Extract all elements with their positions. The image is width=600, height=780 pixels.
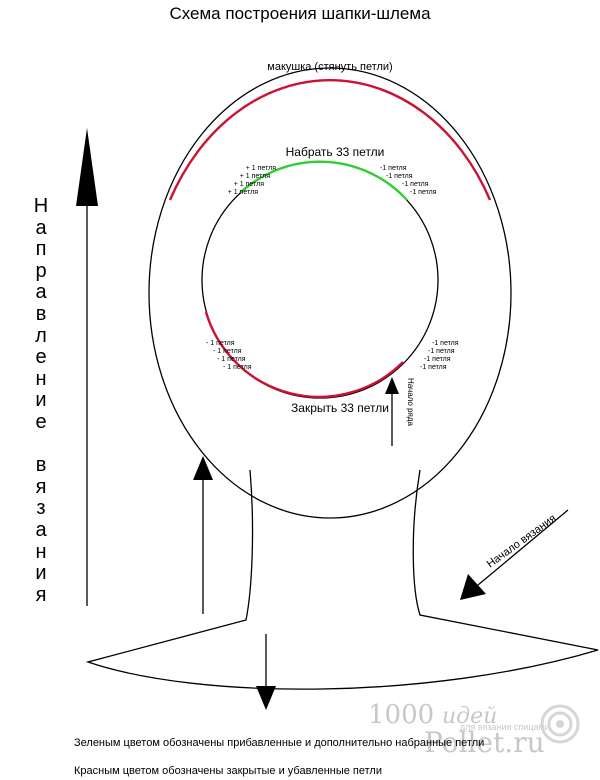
watermark-tagline: для вязания спицами [460,722,550,732]
watermark-brand: Pollet.ru [424,726,545,759]
direction-letter: я [35,475,47,498]
knit-start-arrow-head [460,574,486,600]
hat-outer-oval [148,67,512,519]
direction-letter: а [35,281,47,304]
crown-label: макушка (стянуть петли) [267,61,392,73]
direction-letter: н [35,367,47,390]
row-start-arrow-head [385,377,399,394]
swirl-logo-icon [540,704,580,744]
decrease-label: -1 петля [380,165,407,172]
direction-letter: н [35,540,47,563]
decrease-label: - 1 петля [206,340,235,347]
cast-on-label: Набрать 33 петли [286,145,385,159]
direction-letter: в [35,302,47,325]
neck-collar-outline [85,469,599,690]
decrease-label: -1 петля [424,356,451,363]
decrease-label: -1 петля [410,189,437,196]
increase-label: + 1 петля [246,165,276,172]
direction-letter: в [35,454,47,477]
decrease-label: - 1 петля [213,348,242,355]
row-start-label: Начало ряда [406,378,415,426]
bind-off-red-arc [204,311,404,399]
neck-up-arrow-head [193,456,213,480]
decrease-label: -1 петля [420,364,447,371]
direction-letter: Н [33,195,49,217]
increase-label: + 1 петля [234,181,264,188]
watermark-site: идей [442,704,498,729]
legend-red-note: Красным цветом обозначены закрытые и уба… [74,765,382,777]
cast-on-green-arc [239,160,408,201]
direction-letter: з [36,497,46,520]
direction-letter: е [35,346,47,369]
crown-red-arc [168,78,492,201]
direction-letter: и [35,562,47,585]
direction-letter: р [35,259,47,282]
direction-letter: а [35,518,47,541]
diagram-title: Схема построения шапки-шлема [169,4,431,23]
decrease-label: - 1 петля [223,364,252,371]
decrease-label: -1 петля [386,173,413,180]
decrease-label: -1 петля [402,181,429,188]
decrease-label: -1 петля [428,348,455,355]
direction-arrow-head [76,128,98,206]
site-watermark: 1000 идей Pollet.ru для вязания спицами [368,700,596,760]
increase-label: + 1 петля [240,173,270,180]
bind-off-label: Закрыть 33 петли [291,401,389,415]
watermark-number: 1000 [368,700,435,730]
direction-letter [38,434,44,456]
knit-start-label: Начало вязания [485,512,559,570]
direction-letter: л [35,324,47,347]
direction-letter: е [35,410,47,433]
direction-letter: а [35,216,47,239]
direction-letter: п [35,238,47,261]
direction-letter: и [35,389,47,412]
increase-label: + 1 петля [228,189,258,196]
knit-start-arrow-shaft [477,509,569,586]
collar-down-arrow-head [256,686,276,710]
decrease-label: - 1 петля [217,356,246,363]
legend-green-note: Зеленым цветом обозначены прибавленные и… [74,737,485,749]
direction-letter: я [35,583,47,606]
decrease-label: -1 петля [432,340,459,347]
